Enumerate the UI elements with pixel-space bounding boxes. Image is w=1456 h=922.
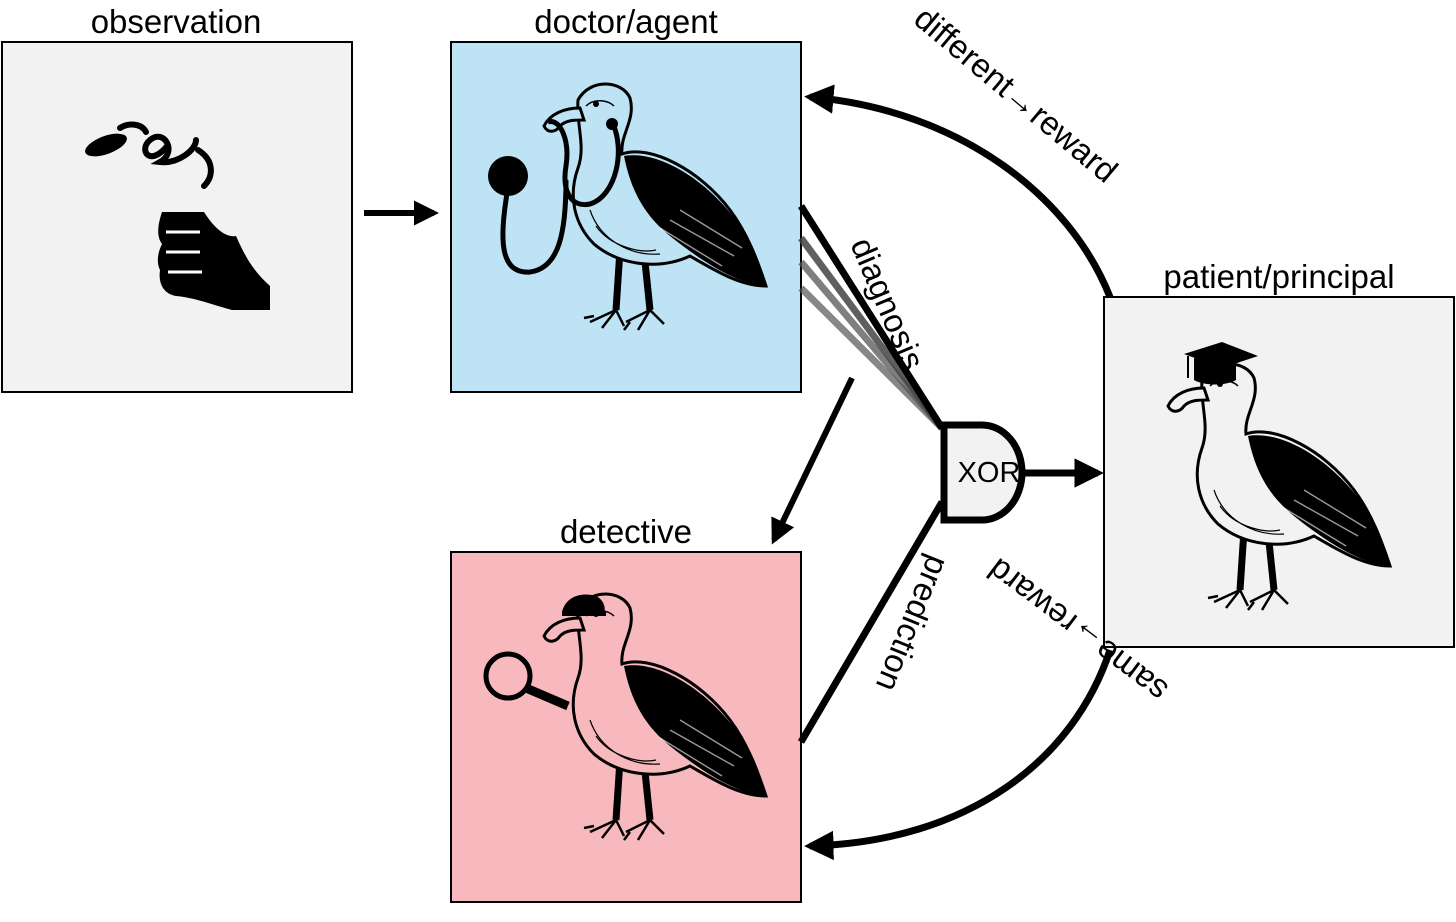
albatross-magnifier-icon: [483, 594, 766, 840]
prediction-label: prediction: [869, 550, 957, 697]
prediction-connector: [797, 500, 946, 744]
albatross-stethoscope-icon: [488, 84, 766, 330]
patient-label: patient/principal: [1163, 258, 1394, 295]
doctor-panel: doctor/agent: [450, 3, 802, 393]
observation-label: observation: [91, 3, 262, 40]
albatross-graduation-cap-icon: [1168, 342, 1390, 610]
different-reward-arrow: [804, 84, 1114, 299]
xor-gate: XOR: [940, 421, 1026, 524]
observation-panel: observation: [1, 3, 353, 393]
doctor-to-detective-arrow: [771, 376, 855, 545]
xor-label: XOR: [958, 457, 1021, 489]
different-reward-label: different→reward: [908, 0, 1125, 190]
diagnosis-connector: [798, 204, 945, 431]
same-reward-arrow: [804, 648, 1114, 861]
doctor-label: doctor/agent: [534, 3, 717, 40]
patient-panel: patient/principal: [1103, 258, 1455, 648]
hand-coin-flip-icon: [85, 121, 270, 310]
detective-panel: detective: [450, 513, 802, 903]
detective-label: detective: [560, 513, 692, 550]
